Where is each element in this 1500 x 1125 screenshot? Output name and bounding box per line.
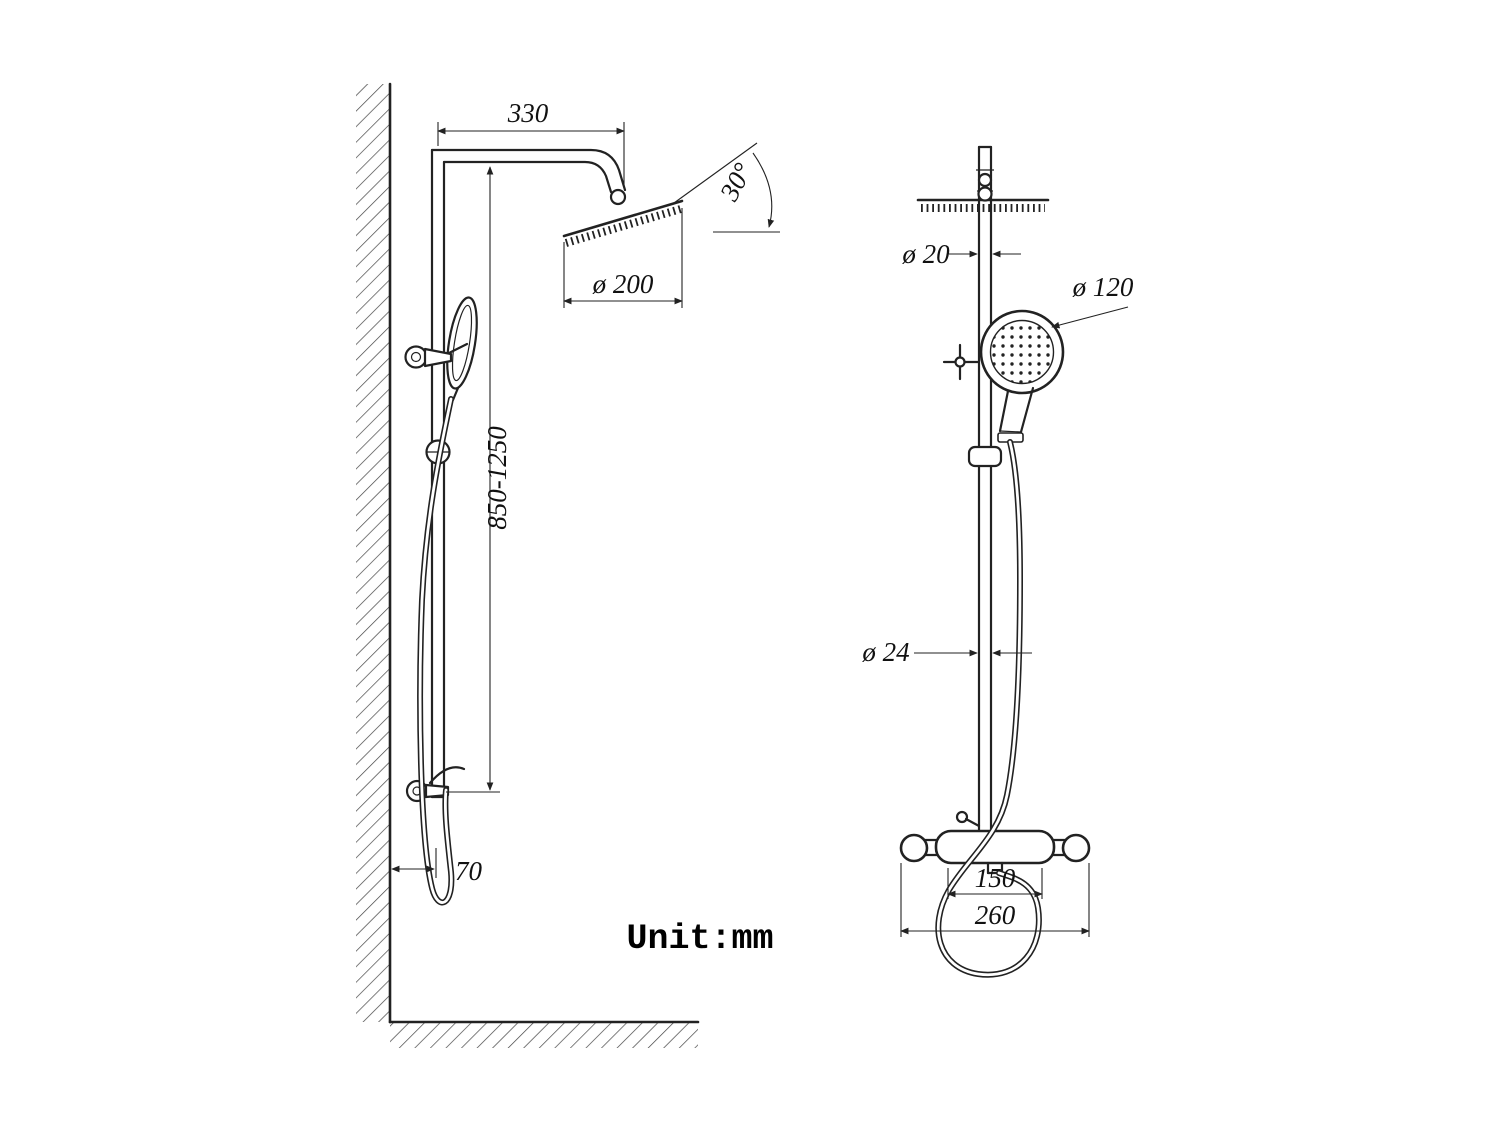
valve-top-knob — [955, 810, 969, 824]
dim-height-range-label: 850-1250 — [482, 426, 512, 530]
dim-hand-shower-diameter: ø 120 — [1051, 272, 1134, 329]
diverter-handle-front — [942, 343, 980, 381]
dim-arm-length-label: 330 — [507, 98, 549, 128]
dim-riser-diameter-label: ø 24 — [861, 637, 909, 667]
unit-label: Unit:mm — [626, 919, 773, 959]
dim-hand-shower-diameter-label: ø 120 — [1072, 272, 1134, 302]
overhead-shower-head-side — [562, 199, 686, 247]
front-view: ø 20 ø 120 ø 24 150 260 — [861, 145, 1134, 978]
riser-pipe-front — [976, 145, 994, 834]
dim-head-angle: 30° — [673, 142, 780, 233]
shower-arm-side — [430, 148, 627, 206]
floor-section — [388, 1020, 700, 1048]
hand-shower-front — [979, 309, 1065, 443]
dim-riser-diameter: ø 24 — [861, 637, 1032, 667]
lower-bracket-side — [405, 766, 466, 803]
dim-height-range: 850-1250 — [446, 166, 512, 793]
dim-wall-offset-label: 70 — [455, 856, 483, 886]
wall-section — [356, 82, 392, 1024]
hand-shower-spray-face — [989, 319, 1055, 385]
dim-head-angle-label: 30° — [713, 158, 758, 207]
wall-bracket-side — [404, 342, 469, 369]
dim-top-pipe-diameter-label: ø 20 — [901, 239, 950, 269]
spray-nozzles-side — [564, 204, 686, 247]
dim-inlet-spacing-label: 150 — [975, 863, 1016, 893]
dim-top-pipe-diameter: ø 20 — [901, 239, 1021, 269]
valve-right-handle — [1061, 833, 1091, 863]
side-view: 330 30° ø 200 850-1250 70 — [356, 82, 780, 1048]
hose-side — [417, 396, 455, 906]
dim-arm-length: 330 — [437, 98, 625, 186]
dim-overall-width-label: 260 — [975, 900, 1016, 930]
dim-overall-width: 260 — [900, 863, 1090, 937]
dim-inlet-spacing: 150 — [947, 863, 1043, 899]
valve-body — [934, 829, 1056, 865]
overhead-shower-head-front — [916, 186, 1050, 212]
hand-shower-side — [446, 296, 478, 402]
hose-front — [935, 439, 1042, 978]
dim-head-diameter-label: ø 200 — [592, 269, 654, 299]
dim-wall-offset: 70 — [391, 848, 483, 886]
dim-head-diameter: ø 200 — [563, 208, 683, 308]
head-ball-joint-front — [977, 186, 993, 202]
wall-hatch — [356, 84, 390, 1022]
head-ball-joint-side — [609, 188, 627, 206]
slider-clamp-front — [967, 445, 1003, 468]
valve-left-handle — [899, 833, 929, 863]
pipe-connector-knob — [977, 172, 993, 188]
floor-hatch — [390, 1022, 698, 1048]
